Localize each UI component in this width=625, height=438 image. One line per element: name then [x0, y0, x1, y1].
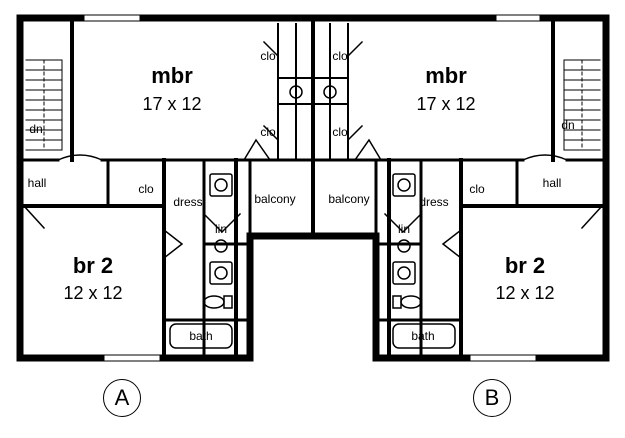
room-name-mbr-b: mbr: [425, 63, 467, 88]
door-swing: [22, 204, 46, 230]
room-name-br2-b: br 2: [504, 253, 546, 278]
linen-b: lin: [397, 222, 411, 236]
window: [495, 14, 541, 22]
sink: [392, 173, 416, 197]
door-swing: [57, 154, 103, 161]
sink: [392, 261, 416, 285]
door-swing: [162, 228, 184, 260]
room-dress-a: dress: [173, 195, 203, 209]
door-swing: [262, 113, 279, 142]
stair-label-a: dn: [29, 122, 43, 136]
unit-marker-a: A: [103, 379, 141, 417]
door-swing: [522, 154, 568, 161]
lav: [323, 85, 337, 99]
linen-a: lin: [214, 222, 228, 236]
closet-hall-a: clo: [138, 182, 154, 196]
sink: [214, 239, 228, 253]
door-swing: [202, 212, 242, 234]
room-dress-b: dress: [419, 195, 449, 209]
bathtub: [392, 323, 456, 349]
room-name-mbr-a: mbr: [151, 63, 193, 88]
door-swing: [353, 138, 383, 162]
room-size-br2-b: 12 x 12: [495, 283, 555, 303]
room-hall-b: hall: [542, 176, 562, 190]
room-size-mbr-a: 17 x 12: [142, 94, 202, 114]
sink: [397, 239, 411, 253]
stairs: [563, 59, 601, 151]
door-swing: [242, 138, 272, 162]
sink: [209, 261, 233, 285]
door-swing: [580, 204, 604, 230]
unit-marker-b: B: [473, 379, 511, 417]
room-hall-a: hall: [27, 176, 47, 190]
room-size-br2-a: 12 x 12: [63, 283, 123, 303]
door-swing: [347, 113, 364, 142]
stairs: [25, 59, 63, 151]
lav: [289, 85, 303, 99]
closet-hall-b: clo: [469, 182, 485, 196]
window: [83, 14, 141, 22]
room-balcony-a: balcony: [254, 192, 296, 206]
window: [469, 354, 537, 362]
window: [103, 354, 161, 362]
closet: [312, 23, 349, 161]
closet-upper-a: clo: [260, 49, 276, 63]
room-size-mbr-b: 17 x 12: [416, 94, 476, 114]
toilet: [400, 295, 422, 309]
room-balcony-b: balcony: [328, 192, 370, 206]
bathtub: [169, 323, 233, 349]
door-swing: [262, 29, 279, 58]
closet-upper-b: clo: [332, 49, 348, 63]
door-swing: [383, 212, 423, 234]
toilet: [203, 295, 225, 309]
stair-label-b: dn: [561, 118, 575, 132]
closet-lower-a: clo: [260, 125, 276, 139]
sink: [209, 173, 233, 197]
closet: [277, 23, 314, 161]
room-name-br2-a: br 2: [72, 253, 114, 278]
closet-lower-b: clo: [332, 125, 348, 139]
door-swing: [347, 29, 364, 58]
door-swing: [441, 228, 463, 260]
room-bath-a: bath: [189, 329, 213, 343]
room-bath-b: bath: [411, 329, 435, 343]
